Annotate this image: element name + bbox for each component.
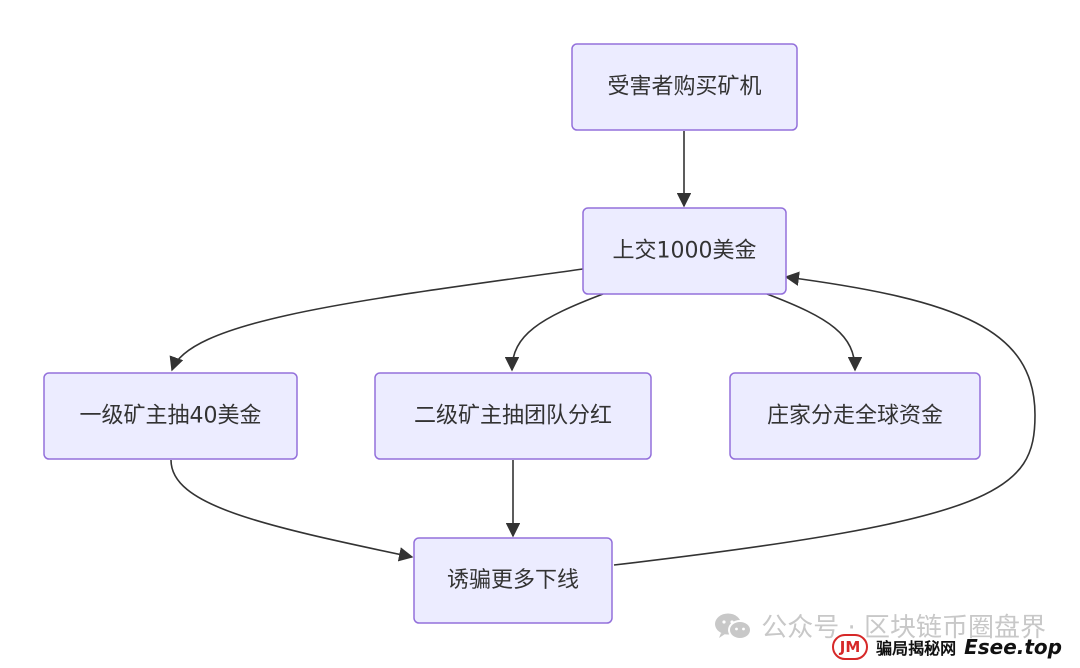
node-level2-label: 二级矿主抽团队分红 — [414, 404, 612, 429]
edge-pay-to-level1 — [169, 268, 584, 372]
edge-lure-to-pay — [613, 271, 1036, 566]
edges — [169, 131, 1036, 566]
node-level2: 二级矿主抽团队分红 — [374, 372, 652, 460]
node-level1-label: 一级矿主抽40美金 — [80, 404, 262, 429]
edge-level1-to-lure — [170, 459, 414, 562]
brand-logo: JM — [832, 634, 869, 660]
node-victim: 受害者购买矿机 — [571, 43, 798, 131]
wechat-watermark: 公众号 · 区块链币圈盘界 — [713, 607, 1046, 644]
edge-pay-to-dealer — [766, 293, 863, 372]
brand-name: 骗局揭秘网 — [876, 639, 957, 658]
node-level1: 一级矿主抽40美金 — [43, 372, 298, 460]
watermark-text: 公众号 · 区块链币圈盘界 — [761, 613, 1046, 643]
node-lure-label: 诱骗更多下线 — [447, 568, 579, 593]
wechat-icon — [715, 613, 753, 640]
edge-pay-to-level2 — [504, 293, 604, 372]
node-dealer: 庄家分走全球资金 — [729, 372, 981, 460]
brand-site: Esee.top — [964, 635, 1062, 659]
node-lure: 诱骗更多下线 — [413, 537, 613, 624]
brand-watermark: JM 骗局揭秘网 Esee.top — [832, 634, 1062, 660]
node-dealer-label: 庄家分走全球资金 — [767, 404, 943, 429]
node-pay: 上交1000美金 — [582, 207, 787, 295]
node-pay-label: 上交1000美金 — [613, 239, 757, 264]
node-victim-label: 受害者购买矿机 — [607, 75, 761, 100]
